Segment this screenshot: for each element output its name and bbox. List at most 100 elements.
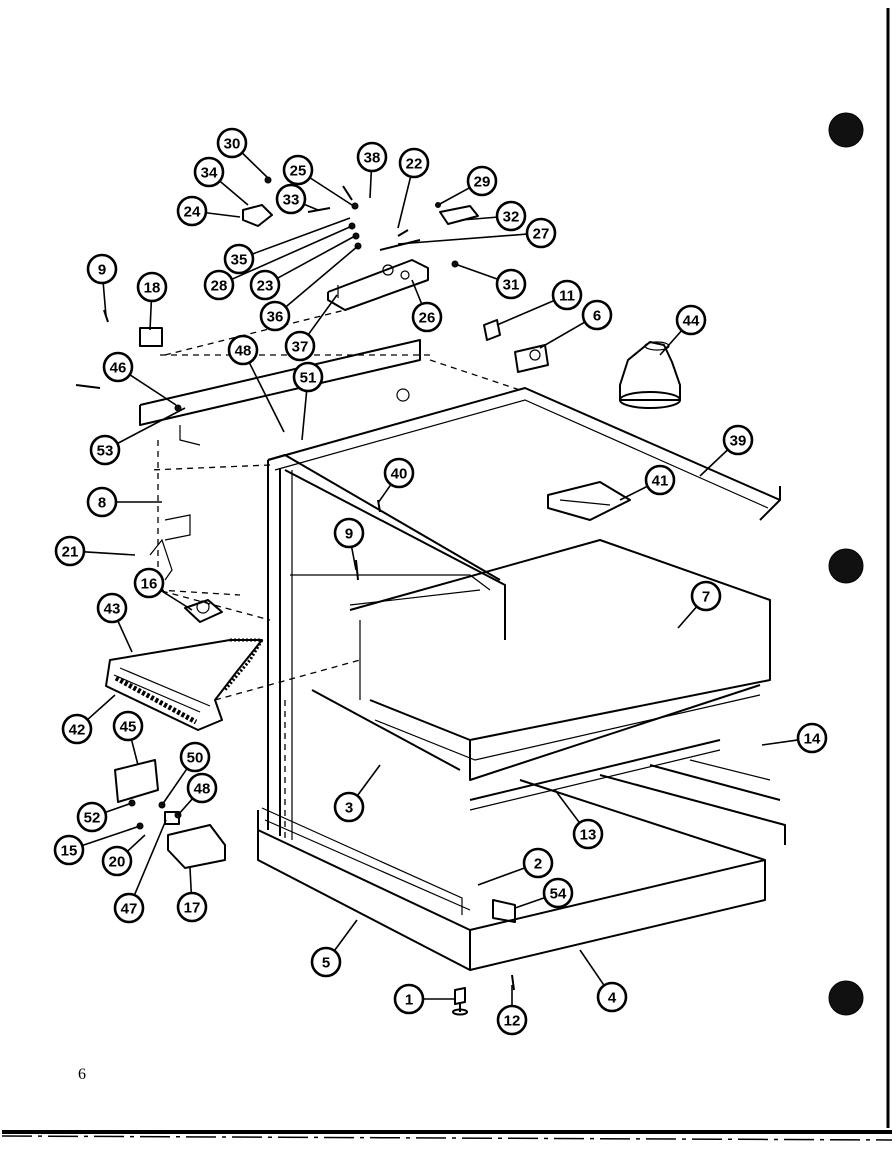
callout-circle [284, 330, 316, 362]
callout-c7: 7 [690, 580, 722, 612]
callout-circle [53, 834, 85, 866]
callout-label: 48 [194, 781, 211, 798]
callout-c52: 52 [76, 801, 108, 833]
callout-circle [522, 847, 554, 879]
callout-label: 31 [503, 277, 520, 294]
callout-label: 12 [504, 1013, 521, 1030]
leader-c54 [514, 896, 546, 909]
callout-label: 32 [503, 209, 520, 226]
binder-hole-top [828, 112, 864, 148]
leader-c3 [356, 764, 381, 797]
callout-label: 20 [109, 854, 126, 871]
callout-circle [495, 268, 527, 300]
leader-c43 [117, 620, 133, 653]
callout-circle [466, 165, 498, 197]
callout-c30: 30 [216, 127, 248, 159]
leader-lines [82, 152, 799, 1006]
leader-c40 [377, 484, 392, 504]
callout-label: 4 [608, 990, 617, 1007]
callout-c46: 46 [102, 351, 134, 383]
callout-circle [292, 361, 324, 393]
callout-c11: 11 [551, 279, 583, 311]
callout-circle [259, 300, 291, 332]
base-pan [257, 779, 766, 971]
callout-circle [179, 741, 211, 773]
callout-c9b: 9 [333, 517, 365, 549]
callout-label: 29 [474, 174, 491, 191]
callout-label: 22 [406, 156, 423, 173]
callout-label: 21 [62, 544, 79, 561]
callout-circle [186, 772, 218, 804]
callout-c4: 4 [596, 981, 628, 1013]
left-side-panel [149, 440, 361, 840]
callout-circle [112, 710, 144, 742]
callout-label: 18 [144, 280, 161, 297]
callout-c48a: 48 [227, 334, 259, 366]
oven-cavity [349, 539, 771, 781]
callout-c25: 25 [282, 154, 314, 186]
callout-c39: 39 [722, 424, 754, 456]
callout-c23: 23 [249, 269, 281, 301]
callout-c14: 14 [796, 722, 828, 754]
leader-c38 [369, 170, 373, 199]
leader-c50 [161, 768, 188, 806]
callout-c22: 22 [398, 147, 430, 179]
callout-label: 17 [184, 900, 201, 917]
callout-label: 42 [69, 722, 86, 739]
leader-c27 [397, 233, 528, 245]
leader-c37 [307, 294, 338, 336]
callout-c32: 32 [495, 200, 527, 232]
wiring-harness [105, 638, 265, 731]
callout-circle [356, 141, 388, 173]
callout-circle [76, 801, 108, 833]
binder-hole-bottom [828, 980, 864, 1016]
leader-c44 [659, 329, 683, 356]
callout-c24: 24 [176, 195, 208, 227]
leader-c52 [104, 802, 133, 814]
callout-circle [644, 464, 676, 496]
callout-circle [89, 434, 121, 466]
callout-c28: 28 [203, 269, 235, 301]
callout-c21: 21 [54, 535, 86, 567]
callout-c26: 26 [411, 301, 443, 333]
callout-label: 33 [283, 192, 300, 209]
callout-label: 47 [121, 901, 138, 918]
leader-c53 [117, 407, 186, 445]
callout-circle [96, 592, 128, 624]
callout-c20: 20 [101, 845, 133, 877]
callout-label: 7 [702, 589, 710, 606]
callout-label: 2 [534, 856, 542, 873]
callout-label: 51 [300, 370, 317, 387]
callout-circle [86, 486, 118, 518]
leader-c14 [761, 739, 799, 746]
page-number: 6 [78, 1066, 86, 1083]
leader-c28 [231, 225, 353, 281]
callout-c27: 27 [525, 217, 557, 249]
leader-c7 [677, 606, 698, 629]
leader-c20 [126, 834, 146, 853]
callout-circle [572, 818, 604, 850]
callout-circle [176, 195, 208, 227]
callout-c54: 54 [542, 877, 574, 909]
callout-circle [61, 713, 93, 745]
callout-circle [333, 517, 365, 549]
callout-c45: 45 [112, 710, 144, 742]
callout-circle [525, 217, 557, 249]
binder-hole-middle [828, 548, 864, 584]
leader-c9a [102, 282, 107, 317]
leader-c48b [177, 797, 194, 816]
callout-circle [136, 271, 168, 303]
leader-c15 [82, 825, 141, 847]
leader-c21 [83, 551, 136, 556]
callout-c35: 35 [223, 243, 255, 275]
callout-circle [796, 722, 828, 754]
callout-label: 41 [652, 473, 669, 490]
callout-label: 6 [593, 308, 601, 325]
callout-label: 48 [235, 343, 252, 360]
callout-label: 23 [257, 278, 274, 295]
callout-label: 46 [110, 360, 127, 377]
callout-circle [393, 983, 425, 1015]
callout-c9a: 9 [86, 253, 118, 285]
callout-label: 34 [201, 165, 218, 182]
leader-c18 [149, 300, 153, 331]
